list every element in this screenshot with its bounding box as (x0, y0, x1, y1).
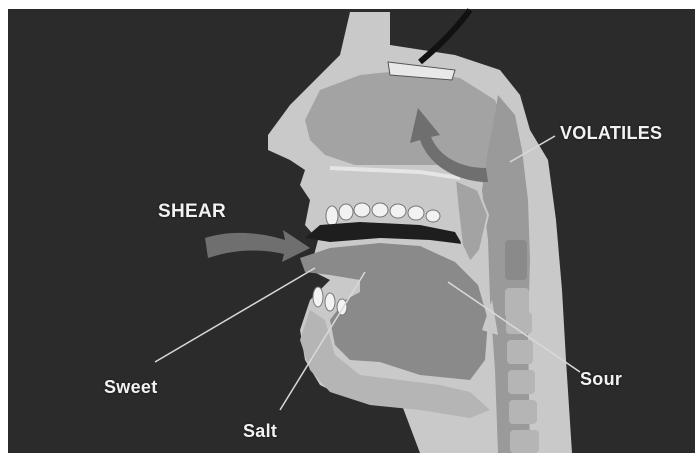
volatiles-label: VOLATILES (560, 123, 662, 144)
shear-label: SHEAR (158, 201, 226, 223)
sour-label: Sour (580, 369, 622, 390)
salt-label: Salt (243, 421, 277, 442)
sweet-label: Sweet (104, 377, 158, 398)
